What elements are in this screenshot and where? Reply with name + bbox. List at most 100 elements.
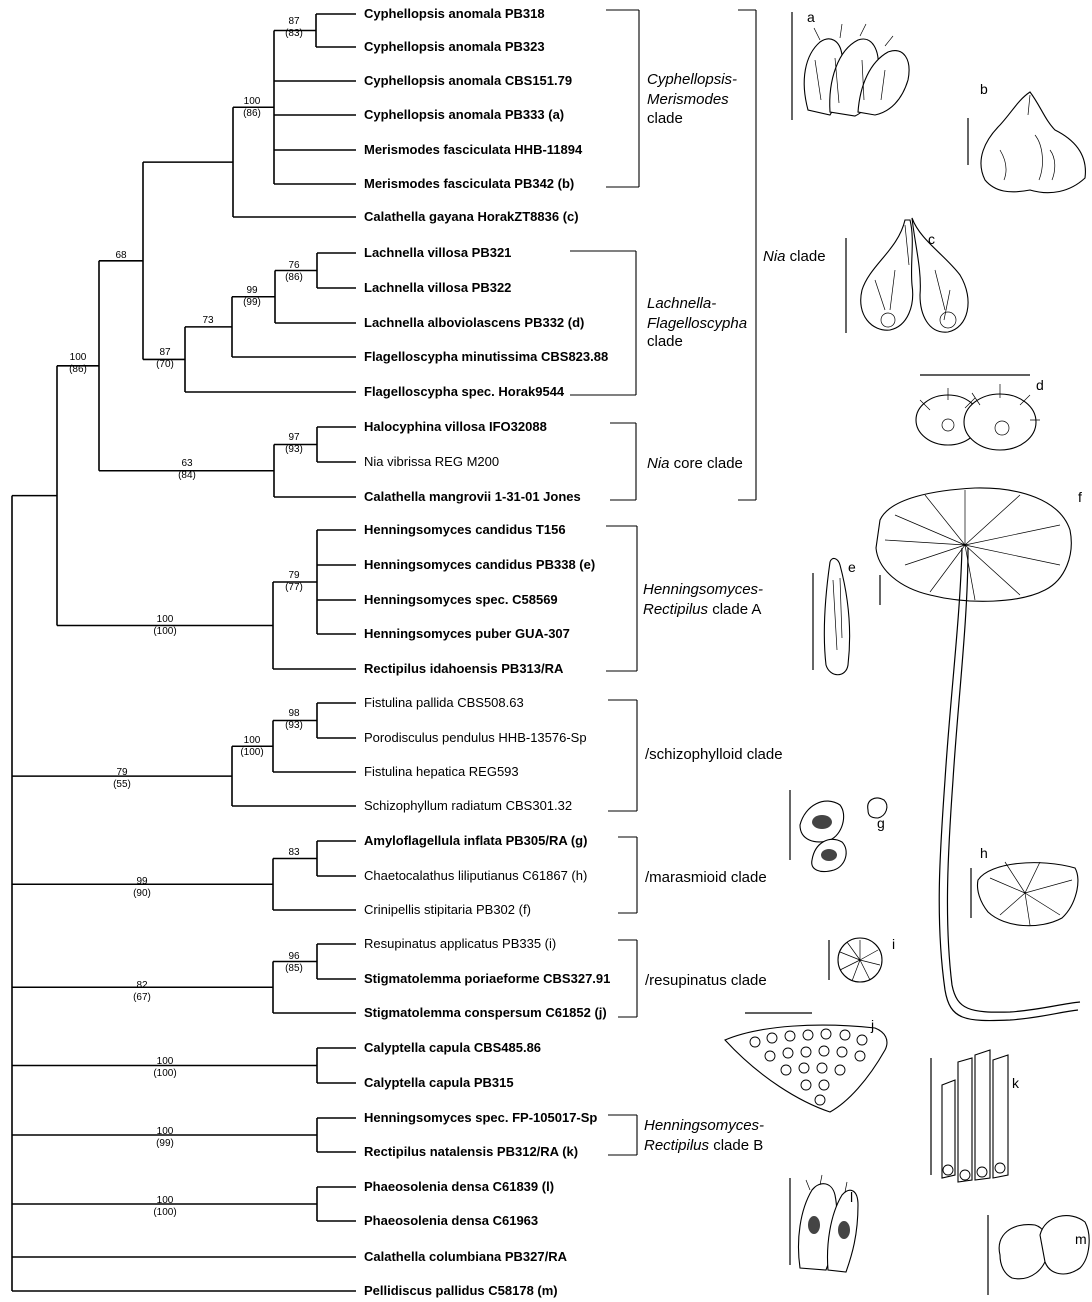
support-value-secondary: (85): [285, 963, 303, 974]
support-value-secondary: (100): [153, 1207, 176, 1218]
taxon-label: Flagelloscypha spec. Horak9544: [364, 384, 565, 399]
support-value: 100: [244, 96, 261, 107]
support-value: 99: [136, 876, 148, 887]
illustration-m: [988, 1215, 1089, 1295]
taxon-label: Porodisculus pendulus HHB-13576-Sp: [364, 730, 587, 745]
illustration-letter-f: f: [1078, 489, 1082, 505]
specimen-illustrations: [725, 12, 1089, 1295]
taxon-label: Merismodes fasciculata HHB-11894: [364, 142, 583, 157]
taxon-label: Calathella columbiana PB327/RA: [364, 1249, 568, 1264]
taxon-label: Calathella mangrovii 1-31-01 Jones: [364, 489, 581, 504]
illustration-i: [829, 938, 882, 982]
illustration-d: [916, 375, 1040, 450]
taxon-label: Lachnella alboviolascens PB332 (d): [364, 315, 584, 330]
support-value: 96: [288, 951, 300, 962]
support-value: 99: [246, 285, 258, 296]
clade-label-lachnella: clade: [647, 333, 683, 350]
taxon-label: Chaetocalathus liliputianus C61867 (h): [364, 868, 587, 883]
support-value-secondary: (100): [153, 1068, 176, 1079]
illustration-k: [931, 1050, 1008, 1182]
taxon-label: Flagelloscypha minutissima CBS823.88: [364, 349, 608, 364]
illustration-f: [876, 488, 1080, 1021]
taxon-label: Crinipellis stipitaria PB302 (f): [364, 902, 531, 917]
taxon-label: Lachnella villosa PB322: [364, 280, 511, 295]
illustration-letter-m: m: [1075, 1231, 1087, 1247]
illustration-a: [792, 12, 909, 120]
support-value-secondary: (86): [69, 364, 87, 375]
clade-labels: Cyphellopsis-MerismodescladeLachnella-Fl…: [643, 71, 826, 1154]
clade-label-lachnella: Flagelloscypha: [647, 315, 747, 332]
illustration-letter-c: c: [928, 231, 935, 247]
taxon-label: Henningsomyces spec. FP-105017-Sp: [364, 1110, 597, 1125]
support-value-secondary: (70): [156, 359, 174, 370]
support-value: 97: [288, 432, 300, 443]
taxon-label: Calyptella capula CBS485.86: [364, 1040, 541, 1055]
illustration-letter-l: l: [850, 1189, 853, 1205]
illustration-c: [846, 218, 968, 333]
support-value-secondary: (86): [285, 272, 303, 283]
illustration-letter-h: h: [980, 845, 988, 861]
support-value-secondary: (93): [285, 444, 303, 455]
support-value: 79: [288, 570, 300, 581]
illustration-letter-g: g: [877, 815, 885, 831]
taxon-label: Stigmatolemma poriaeforme CBS327.91: [364, 971, 610, 986]
support-value-secondary: (100): [153, 626, 176, 637]
support-value-secondary: (86): [243, 108, 261, 119]
support-values: 87(83)100(86)76(86)99(99)7387(70)6897(93…: [69, 16, 303, 1218]
taxon-label: Stigmatolemma conspersum C61852 (j): [364, 1005, 607, 1020]
clade-label-henningsomyces-b: Rectipilus clade B: [644, 1137, 763, 1154]
clade-label-resupinatus: /resupinatus clade: [645, 972, 767, 989]
taxon-label: Henningsomyces puber GUA-307: [364, 626, 570, 641]
taxon-label: Lachnella villosa PB321: [364, 245, 511, 260]
support-value-secondary: (67): [133, 992, 151, 1003]
taxon-label: Calyptella capula PB315: [364, 1075, 514, 1090]
taxon-label: Merismodes fasciculata PB342 (b): [364, 176, 574, 191]
taxon-label: Cyphellopsis anomala PB323: [364, 39, 545, 54]
support-value: 83: [288, 847, 300, 858]
taxon-label: Resupinatus applicatus PB335 (i): [364, 936, 556, 951]
clade-label-cyphellopsis: Merismodes: [647, 91, 729, 108]
support-value: 87: [288, 16, 300, 27]
illustration-l: [790, 1175, 858, 1272]
illustration-g: [790, 790, 887, 872]
support-value: 98: [288, 708, 300, 719]
clade-label-henningsomyces-b: Henningsomyces-: [644, 1117, 764, 1134]
taxon-label: Calathella gayana HorakZT8836 (c): [364, 209, 579, 224]
support-value: 100: [157, 614, 174, 625]
support-value-secondary: (77): [285, 582, 303, 593]
support-value: 100: [157, 1126, 174, 1137]
support-value-secondary: (90): [133, 888, 151, 899]
taxon-label: Cyphellopsis anomala PB318: [364, 6, 545, 21]
taxon-label: Amyloflagellula inflata PB305/RA (g): [364, 833, 587, 848]
illustration-letter-i: i: [892, 936, 895, 952]
taxon-label: Henningsomyces candidus T156: [364, 522, 566, 537]
taxon-label: Henningsomyces candidus PB338 (e): [364, 557, 595, 572]
support-value: 87: [159, 347, 171, 358]
clade-label-lachnella: Lachnella-: [647, 295, 716, 312]
clade-label-nia-core: Nia core clade: [647, 455, 743, 472]
illustration-letter-d: d: [1036, 377, 1044, 393]
illustration-letter-a: a: [807, 9, 815, 25]
clade-label-schizophylloid: /schizophylloid clade: [645, 746, 783, 763]
taxon-label: Schizophyllum radiatum CBS301.32: [364, 798, 572, 813]
tree-branches: [12, 14, 356, 1291]
clade-label-henningsomyces-a: Rectipilus clade A: [643, 601, 761, 618]
illustration-letter-e: e: [848, 559, 856, 575]
support-value: 100: [157, 1056, 174, 1067]
support-value: 100: [70, 352, 87, 363]
support-value: 63: [181, 458, 193, 469]
taxon-label: Fistulina pallida CBS508.63: [364, 695, 524, 710]
illustration-b: [968, 92, 1085, 193]
support-value-secondary: (100): [240, 747, 263, 758]
support-value: 100: [157, 1195, 174, 1206]
support-value-secondary: (55): [113, 779, 131, 790]
clade-label-cyphellopsis: clade: [647, 110, 683, 127]
taxon-label: Rectipilus natalensis PB312/RA (k): [364, 1144, 578, 1159]
taxon-label: Pellidiscus pallidus C58178 (m): [364, 1283, 558, 1298]
support-value-secondary: (93): [285, 720, 303, 731]
taxon-label: Rectipilus idahoensis PB313/RA: [364, 661, 564, 676]
clade-label-nia: Nia clade: [763, 248, 826, 265]
illustration-letter-b: b: [980, 81, 988, 97]
